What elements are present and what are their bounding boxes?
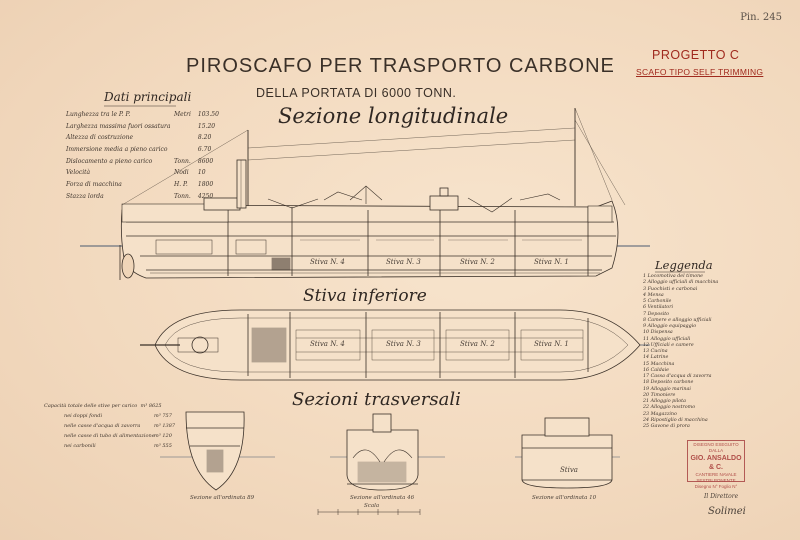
legend-item: 14 Latrine [643, 355, 669, 361]
transverse-sections-title: Sezioni trasversali [292, 389, 461, 410]
legend-item: 23 Magazzino [643, 411, 677, 417]
legend-item: 7 Deposito [643, 311, 670, 317]
hold-plan-label: Stiva N. 1 [534, 340, 569, 348]
legend-item: 6 Ventilatori [643, 305, 674, 311]
legend-item: 15 Macchina [643, 361, 675, 367]
legend-item: 21 Alloggio pilota [643, 399, 686, 404]
hull-profile [120, 200, 619, 279]
legend-item: 1 Locomotiva del timone [643, 274, 704, 279]
legend-item: 4 Mensa [643, 292, 664, 298]
legend-item: 22 Alloggio nostromo [643, 405, 696, 411]
legend-item: 3 Fuochisti e carbonai [643, 286, 698, 292]
hold-plan-label: Stiva N. 4 [310, 340, 345, 348]
scale-label: Scala [364, 503, 380, 509]
legend-item: 11 Alloggio ufficiali [643, 336, 691, 342]
funnel [236, 159, 247, 209]
hold-label: Stiva N. 2 [460, 258, 495, 266]
section-46-caption: Sezione all'ordinata 46 [350, 495, 415, 501]
legend-item: 25 Gavone di prora [643, 424, 690, 429]
legend-item: 24 Ripostiglio di macchina [643, 417, 708, 423]
section-89-caption: Sezione all'ordinata 89 [190, 495, 255, 501]
boiler-room [271, 257, 291, 271]
director-signature: Solimei [708, 506, 746, 517]
company-stamp: DISEGNO ESEGUITO DALLA GIO. ANSALDO & C.… [687, 440, 745, 489]
principal-data-row: Lunghezza tra le P. P.Metri 103.50 [66, 111, 219, 118]
capacity-list: Capacità totale delle stive per carico m… [44, 402, 175, 452]
engine-room-plan [251, 327, 287, 363]
legend-item: 10 Dispensa [643, 330, 673, 336]
hold-plan-label: Stiva N. 3 [386, 340, 421, 348]
longitudinal-section [80, 107, 650, 280]
propeller [121, 253, 135, 279]
principal-data-row: Immersione media a pieno carico 6.70 [66, 146, 212, 154]
principal-data-heading: Dati principali [104, 90, 192, 104]
principal-data-row: Altezza di costruzione 8.20 [66, 134, 212, 142]
hold-plan-label: Stiva N. 2 [460, 340, 495, 348]
project-name: PROGETTO C [652, 48, 740, 62]
director-role: Il Direttore [704, 493, 739, 500]
legend-heading: Leggenda [655, 258, 713, 272]
principal-data-row: Larghezza massima fuori ossatura 15.20 [66, 122, 216, 130]
section-46-hull [346, 429, 419, 491]
drawing-title: PIROSCAFO PER TRASPORTO CARBONE [186, 55, 615, 77]
legend-item: 5 Carbonile [643, 299, 672, 304]
legend-item: 18 Deposito carbone [643, 380, 694, 386]
hold-label: Stiva N. 1 [534, 258, 569, 266]
legend-item: 19 Alloggio marinai [643, 386, 691, 392]
hold-plan [140, 309, 650, 381]
cross-section-hold-label: Stiva [560, 466, 578, 474]
legend-item: 8 Camere e alloggio ufficiali [643, 317, 712, 323]
legend-item: 16 Caldaie [643, 367, 669, 373]
legend-item: 13 Cucina [643, 349, 668, 354]
legend-item: 9 Alloggio equipaggio [643, 324, 697, 329]
legend-item: 17 Cassa d'acqua di zavorra [643, 374, 712, 379]
plate-number: Pin. 245 [740, 12, 782, 23]
legend-item: 20 Timoniere [643, 392, 676, 398]
drawing-subtitle: DELLA PORTATA DI 6000 TONN. [256, 86, 457, 100]
hold-label: Stiva N. 4 [310, 258, 345, 266]
hull-plan-outline [154, 309, 641, 381]
capacity-row: nelle casse di tubo di alimentazionem³ 1… [64, 433, 172, 439]
legend-item: 12 Ufficiali e camere [643, 342, 694, 348]
hull-type: SCAFO TIPO SELF TRIMMING [636, 67, 764, 77]
hold-plan-title: Stiva inferiore [303, 286, 427, 306]
legend-item: 2 Alloggio ufficiali di macchina [643, 280, 719, 286]
capacity-heading: Capacità totale delle stive per carico m… [44, 403, 162, 409]
longitudinal-section-title: Sezione longitudinale [278, 104, 509, 128]
hold-label: Stiva N. 3 [386, 258, 421, 266]
principal-data-list: Lunghezza tra le P. P.Metri 103.50 Largh… [66, 109, 219, 203]
section-10-caption: Sezione all'ordinata 10 [532, 495, 597, 501]
section-89-hull [185, 411, 245, 491]
transverse-sections [160, 411, 620, 515]
